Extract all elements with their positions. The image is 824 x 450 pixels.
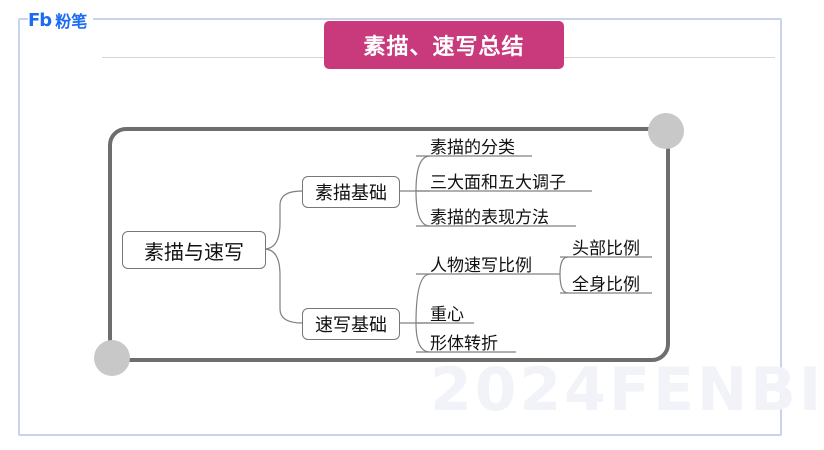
connector-leaf <box>415 155 431 192</box>
corner-decoration <box>648 113 684 149</box>
mindmap-panel: 素描与速写 素描基础 速写基础 素描的分类 三大面和五大调子 素描的表现方法 人… <box>94 113 684 376</box>
leaf-form-turning: 形体转折 <box>430 334 498 354</box>
branch-sketch-basics: 素描基础 <box>302 176 400 208</box>
leaf-center-of-gravity: 重心 <box>430 305 464 325</box>
slide-title: 素描、速写总结 <box>324 21 564 69</box>
connector-sub-leaf <box>559 273 569 294</box>
branch-quick-sketch-basics: 速写基础 <box>302 308 400 340</box>
connector-leaf <box>415 322 431 353</box>
watermark: 2024FENBI <box>430 355 824 425</box>
mindmap-root: 素描与速写 <box>122 231 266 269</box>
brand-mark: Fb <box>28 9 52 31</box>
leaf-sketch-expression-methods: 素描的表现方法 <box>430 208 549 228</box>
brand-logo: Fb 粉笔 <box>28 9 94 31</box>
leaf-sketch-types: 素描的分类 <box>430 138 515 158</box>
leaf-figure-proportion: 人物速写比例 <box>430 256 532 276</box>
connector-sub-leaf <box>559 256 569 275</box>
corner-decoration <box>94 340 130 376</box>
leaf-head-proportion: 头部比例 <box>572 239 640 259</box>
connector-leaf <box>415 190 431 227</box>
leaf-three-planes-five-tones: 三大面和五大调子 <box>430 173 566 193</box>
connector-root-branch1 <box>263 190 303 250</box>
connector-leaf <box>415 273 431 324</box>
mindmap-connectors <box>263 155 652 353</box>
brand-name: 粉笔 <box>55 12 88 31</box>
leaf-full-body-proportion: 全身比例 <box>572 275 640 295</box>
connector-root-branch2 <box>263 248 303 324</box>
